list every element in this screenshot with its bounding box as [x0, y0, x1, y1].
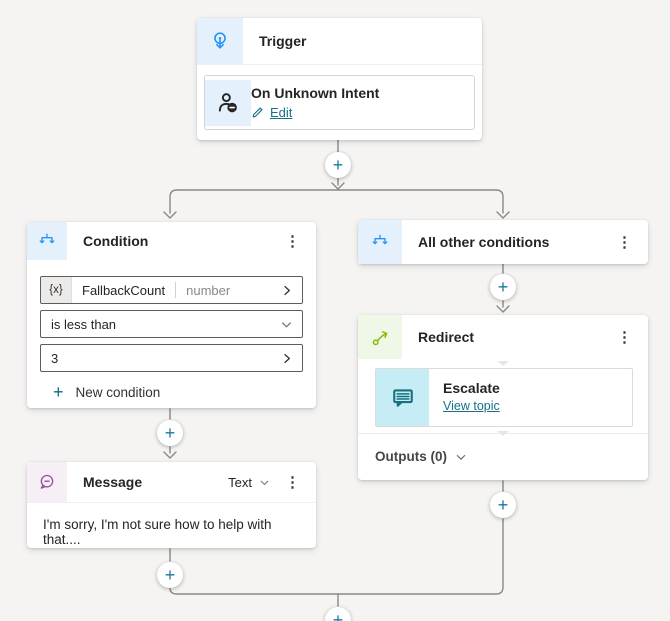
all-other-conditions-more-menu-icon[interactable]: ⋮ — [617, 233, 632, 251]
condition-value: 3 — [51, 350, 59, 366]
plus-icon: + — [332, 155, 344, 175]
person-chat-icon — [218, 92, 237, 112]
redirect-topic-card[interactable]: Escalate View topic — [375, 368, 633, 427]
all-other-conditions-header: All other conditions ⋮ — [358, 220, 648, 264]
variable-divider — [175, 282, 177, 298]
speech-bubble-icon — [40, 474, 54, 489]
condition-node-title: Condition — [83, 233, 149, 249]
condition-more-menu-icon[interactable]: ⋮ — [285, 232, 300, 250]
chevron-down-icon — [456, 454, 466, 460]
redirect-icon-cell — [358, 315, 402, 359]
redirect-icon — [372, 330, 387, 345]
message-body-text[interactable]: I'm sorry, I'm not sure how to help with… — [43, 517, 272, 547]
chevron-down-icon — [281, 321, 292, 327]
message-node: Message Text ⋮ I'm sorry, I'm not sure h… — [27, 462, 316, 548]
plus-icon: + — [332, 610, 344, 621]
message-more-menu-icon[interactable]: ⋮ — [285, 473, 300, 491]
branch-icon — [372, 234, 388, 245]
condition-value-field[interactable]: 3 — [40, 344, 303, 372]
condition-icon-cell — [27, 222, 67, 260]
condition-node-header: Condition ⋮ — [27, 222, 316, 260]
all-other-conditions-title: All other conditions — [418, 234, 550, 250]
redirect-node-title: Redirect — [418, 329, 475, 345]
insert-node-button[interactable]: + — [490, 492, 516, 518]
message-format-select[interactable]: Text — [228, 475, 271, 490]
outputs-label: Outputs (0) — [375, 449, 447, 464]
message-format-value: Text — [228, 474, 252, 490]
condition-node: Condition ⋮ {x} FallbackCount number is … — [27, 222, 316, 408]
collapse-notch-icon — [497, 361, 509, 366]
unknown-intent-icon-cell — [205, 79, 251, 126]
outputs-toggle[interactable]: Outputs (0) — [375, 433, 468, 480]
branch-icon — [39, 233, 55, 244]
plus-icon: + — [497, 277, 509, 297]
collapse-notch-icon — [497, 431, 509, 436]
trigger-node-header: Trigger — [197, 18, 482, 65]
pencil-icon — [252, 107, 263, 118]
trigger-icon-cell — [197, 18, 243, 64]
variable-name: FallbackCount — [82, 282, 166, 298]
trigger-node-title: Trigger — [259, 33, 307, 49]
plus-icon: + — [164, 565, 176, 585]
plus-icon: + — [497, 495, 509, 515]
chevron-down-icon — [260, 479, 269, 485]
trigger-item-title: On Unknown Intent — [251, 85, 380, 102]
condition-operator-select[interactable]: is less than — [40, 310, 303, 338]
redirect-more-menu-icon[interactable]: ⋮ — [617, 328, 632, 346]
chevron-right-icon — [284, 353, 290, 363]
insert-node-button[interactable]: + — [490, 274, 516, 300]
chat-message-icon — [392, 388, 413, 407]
view-topic-link[interactable]: View topic — [443, 399, 500, 414]
trigger-node: Trigger On Unknown Intent Edit — [197, 18, 482, 140]
message-node-title: Message — [83, 474, 143, 490]
all-other-conditions-node: All other conditions ⋮ — [358, 220, 648, 264]
message-icon-cell — [27, 462, 67, 502]
chevron-right-icon — [284, 285, 290, 295]
operator-value: is less than — [51, 316, 117, 332]
new-condition-label: New condition — [75, 384, 161, 400]
insert-node-button[interactable]: + — [325, 607, 351, 621]
redirect-node-header: Redirect ⋮ — [358, 315, 648, 359]
insert-node-button[interactable]: + — [325, 152, 351, 178]
insert-node-button[interactable]: + — [157, 420, 183, 446]
insert-node-button[interactable]: + — [157, 562, 183, 588]
variable-type: number — [186, 282, 231, 298]
all-other-conditions-icon-cell — [358, 220, 402, 264]
edit-trigger-link[interactable]: Edit — [270, 104, 293, 120]
plus-icon: + — [53, 382, 64, 402]
redirect-topic-name: Escalate — [443, 379, 500, 396]
escalate-icon-cell — [376, 369, 429, 426]
new-condition-button[interactable]: + New condition — [50, 378, 163, 406]
plus-icon: + — [164, 423, 176, 443]
trigger-icon — [214, 32, 226, 49]
redirect-node: Redirect ⋮ Escalate View topic Outputs (… — [358, 315, 648, 480]
message-node-header: Message Text ⋮ — [27, 462, 316, 503]
trigger-item-card[interactable]: On Unknown Intent Edit — [204, 75, 475, 130]
condition-variable-row[interactable]: {x} FallbackCount number — [40, 276, 303, 304]
variable-chip-icon: {x} — [41, 277, 72, 303]
